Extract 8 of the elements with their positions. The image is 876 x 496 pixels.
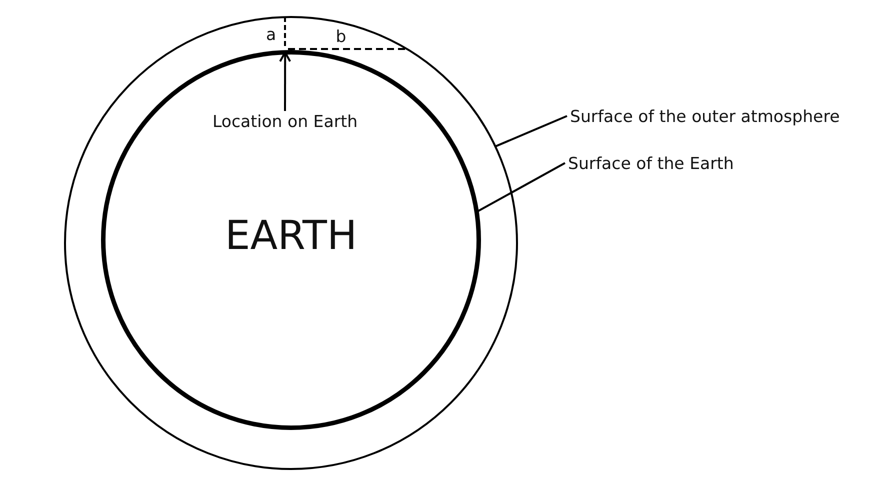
- dimension-label: b: [336, 27, 346, 47]
- callout-label: Location on Earth: [212, 112, 358, 132]
- dimension-label: a: [266, 25, 276, 45]
- leader-line: [494, 115, 568, 148]
- callout-label: Surface of the Earth: [568, 154, 734, 174]
- circle-label: EARTH: [224, 216, 358, 256]
- leader-line: [476, 162, 566, 213]
- callout-label: Surface of the outer atmosphere: [570, 107, 840, 127]
